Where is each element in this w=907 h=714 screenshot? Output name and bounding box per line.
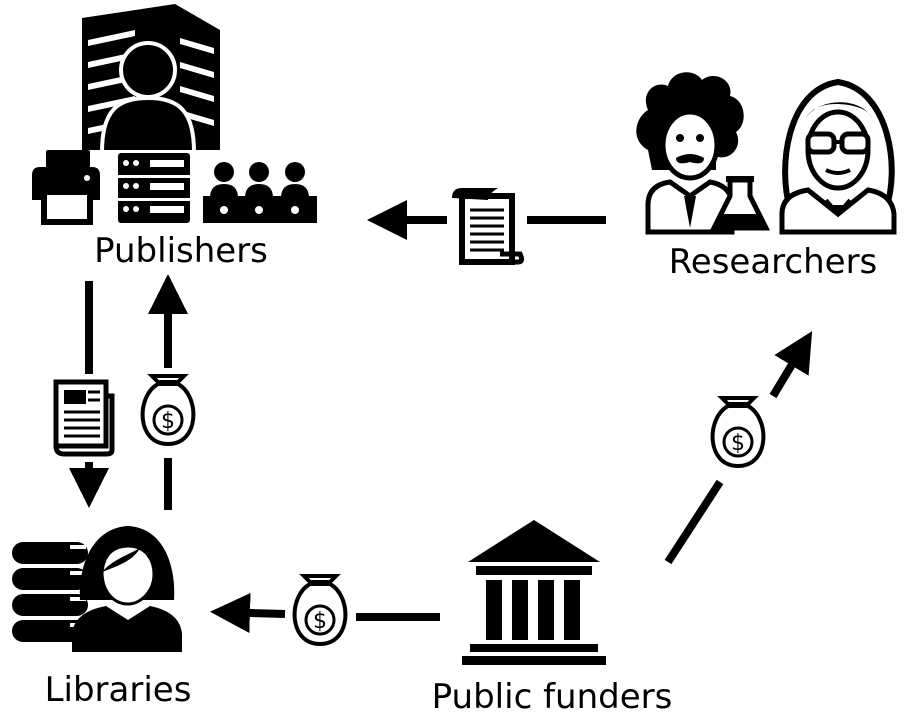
audience-icon — [203, 162, 317, 223]
bank-building-icon — [462, 520, 606, 665]
money-bag-icon: $ — [140, 374, 196, 447]
flow-researchers-to-publishers — [367, 188, 606, 265]
scientist-man-icon — [636, 72, 744, 235]
manuscript-scroll-icon — [452, 188, 525, 265]
librarian-icon — [72, 526, 182, 652]
libraries-label: Libraries — [45, 670, 192, 710]
arrow-to-researchers — [769, 331, 813, 399]
flow-line-funders-to-researchers — [664, 479, 724, 565]
public-funders-node: Public funders — [432, 520, 673, 714]
researchers-label: Researchers — [669, 242, 878, 282]
newspaper-icon — [53, 379, 115, 457]
public-funders-label: Public funders — [432, 677, 673, 714]
arrow-to-libraries-from-funders — [210, 592, 286, 633]
flask-icon — [709, 176, 771, 231]
money-symbol: $ — [313, 609, 327, 634]
money-bag-icon: $ — [292, 574, 348, 647]
libraries-node: Libraries — [12, 526, 191, 710]
money-symbol: $ — [731, 431, 745, 456]
flow-funders-to-researchers: $ — [664, 331, 813, 565]
person-icon — [99, 41, 197, 154]
publishers-label: Publishers — [94, 231, 268, 271]
flow-publishers-to-libraries — [53, 281, 115, 508]
server-rack-icon — [118, 153, 190, 223]
scientist-woman-icon — [779, 78, 897, 235]
flow-libraries-to-publishers: $ — [140, 274, 196, 510]
money-bag-icon: $ — [710, 396, 766, 469]
printer-icon — [32, 150, 100, 225]
researchers-node: Researchers — [636, 72, 897, 282]
flow-funders-to-libraries: $ — [210, 574, 440, 647]
book-stack-icon — [12, 542, 88, 642]
money-symbol: $ — [161, 409, 175, 434]
publishers-node: Publishers — [32, 4, 317, 271]
